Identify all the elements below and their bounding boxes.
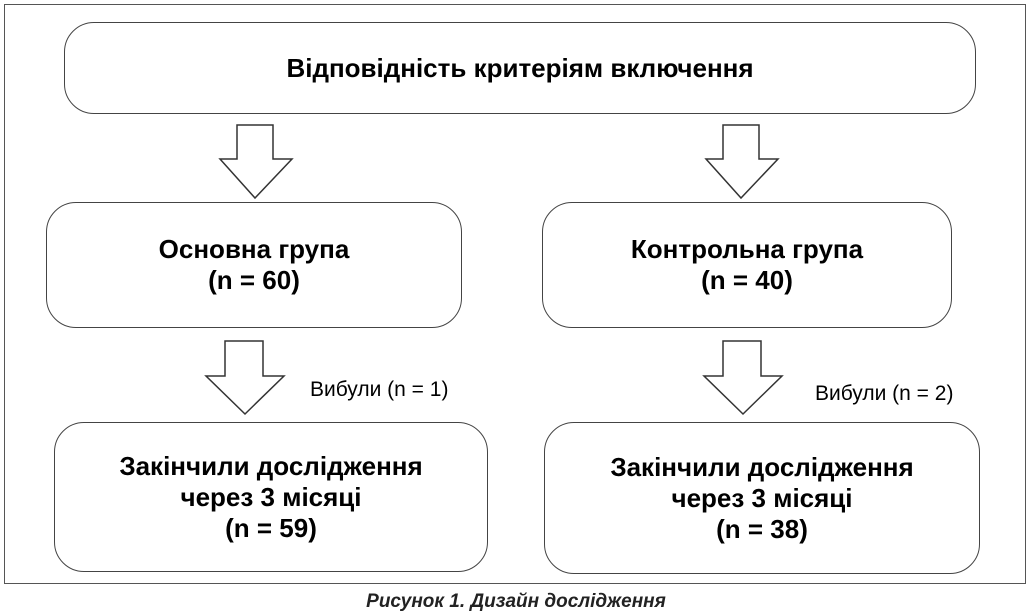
arrow-down-icon (218, 124, 294, 200)
control-group-label: Контрольна група (630, 234, 864, 264)
main-group-box: Основна група (n = 60) (46, 202, 462, 328)
diagram-frame (4, 4, 1026, 584)
inclusion-criteria-box: Відповідність критеріям включення (64, 22, 976, 114)
main-completed-line1: Закінчили дослідження (119, 450, 423, 481)
arrow-down-icon (704, 124, 780, 200)
control-completed-count: (n = 38) (716, 513, 808, 544)
figure-caption: Рисунок 1. Дизайн дослідження (366, 591, 666, 612)
arrow-down-icon (702, 340, 784, 416)
main-group-label: Основна група (158, 234, 350, 264)
main-dropout-note: Вибули (n = 1) (310, 378, 449, 401)
control-group-box: Контрольна група (n = 40) (542, 202, 952, 328)
main-completed-count: (n = 59) (225, 512, 317, 543)
inclusion-criteria-label: Відповідність критеріям включення (286, 52, 754, 83)
main-completed-box: Закінчили дослідження через 3 місяці (n … (54, 422, 488, 572)
control-group-count: (n = 40) (701, 265, 793, 295)
main-group-count: (n = 60) (208, 265, 300, 295)
control-dropout-note: Вибули (n = 2) (815, 382, 954, 405)
arrow-down-icon (204, 340, 286, 416)
main-completed-line2: через 3 місяці (180, 481, 362, 512)
control-completed-line2: через 3 місяці (671, 482, 853, 513)
control-completed-line1: Закінчили дослідження (610, 451, 914, 482)
control-completed-box: Закінчили дослідження через 3 місяці (n … (544, 422, 980, 574)
